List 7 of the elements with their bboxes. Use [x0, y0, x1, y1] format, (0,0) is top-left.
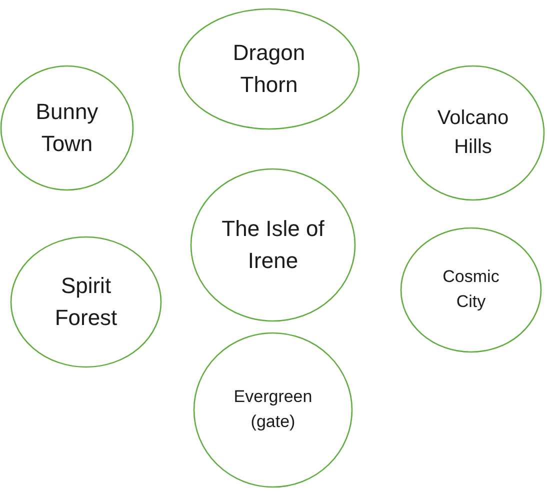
node-label: Spirit Forest: [54, 272, 118, 332]
node-label: Cosmic City: [442, 266, 500, 313]
node-label: Evergreen (gate): [232, 386, 314, 433]
node-label: Bunny Town: [34, 98, 100, 158]
node-label: Dragon Thorn: [232, 39, 306, 99]
node-label: The Isle of Irene: [220, 215, 326, 275]
node-label: Volcano Hills: [436, 106, 510, 160]
